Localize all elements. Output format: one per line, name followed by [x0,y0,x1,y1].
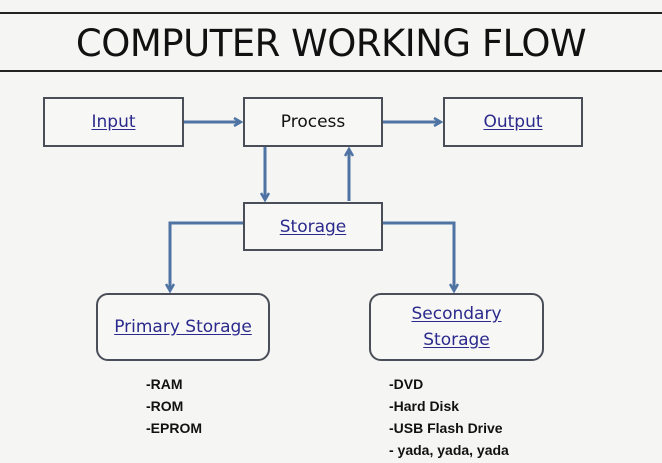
storage-label[interactable]: Storage [279,216,347,237]
primary-storage-box: Primary Storage [96,293,270,361]
process-label: Process [280,112,346,132]
title-bottom-rule [0,70,662,72]
list-item: -DVD [389,376,424,392]
list-item: - yada, yada, yada [389,442,509,458]
list-item: -ROM [146,398,184,414]
list-item: -RAM [146,376,183,392]
list-item: -USB Flash Drive [389,420,503,436]
input-box: Input [43,97,184,147]
list-item: -EPROM [146,420,202,436]
diagram-title: COMPUTER WORKING FLOW [75,22,587,65]
storage-box: Storage [243,202,383,251]
arrow-storage-to-secondary [382,221,454,291]
arrow-storage-to-primary [170,221,243,291]
input-label[interactable]: Input [91,112,136,132]
secondary-storage-list: -DVD -Hard Disk -USB Flash Drive - yada,… [389,373,509,461]
secondary-storage-label-line2[interactable]: Storage [423,330,490,350]
primary-storage-list: -RAM -ROM -EPROM [146,373,202,439]
list-item: -Hard Disk [389,398,460,414]
primary-storage-label[interactable]: Primary Storage [114,317,252,337]
process-box: Process [243,97,383,147]
title-top-rule [0,12,662,14]
output-box: Output [443,97,583,147]
secondary-storage-box: Secondary Storage [369,293,544,361]
output-label[interactable]: Output [483,112,543,132]
secondary-storage-label-line1[interactable]: Secondary [411,304,502,324]
